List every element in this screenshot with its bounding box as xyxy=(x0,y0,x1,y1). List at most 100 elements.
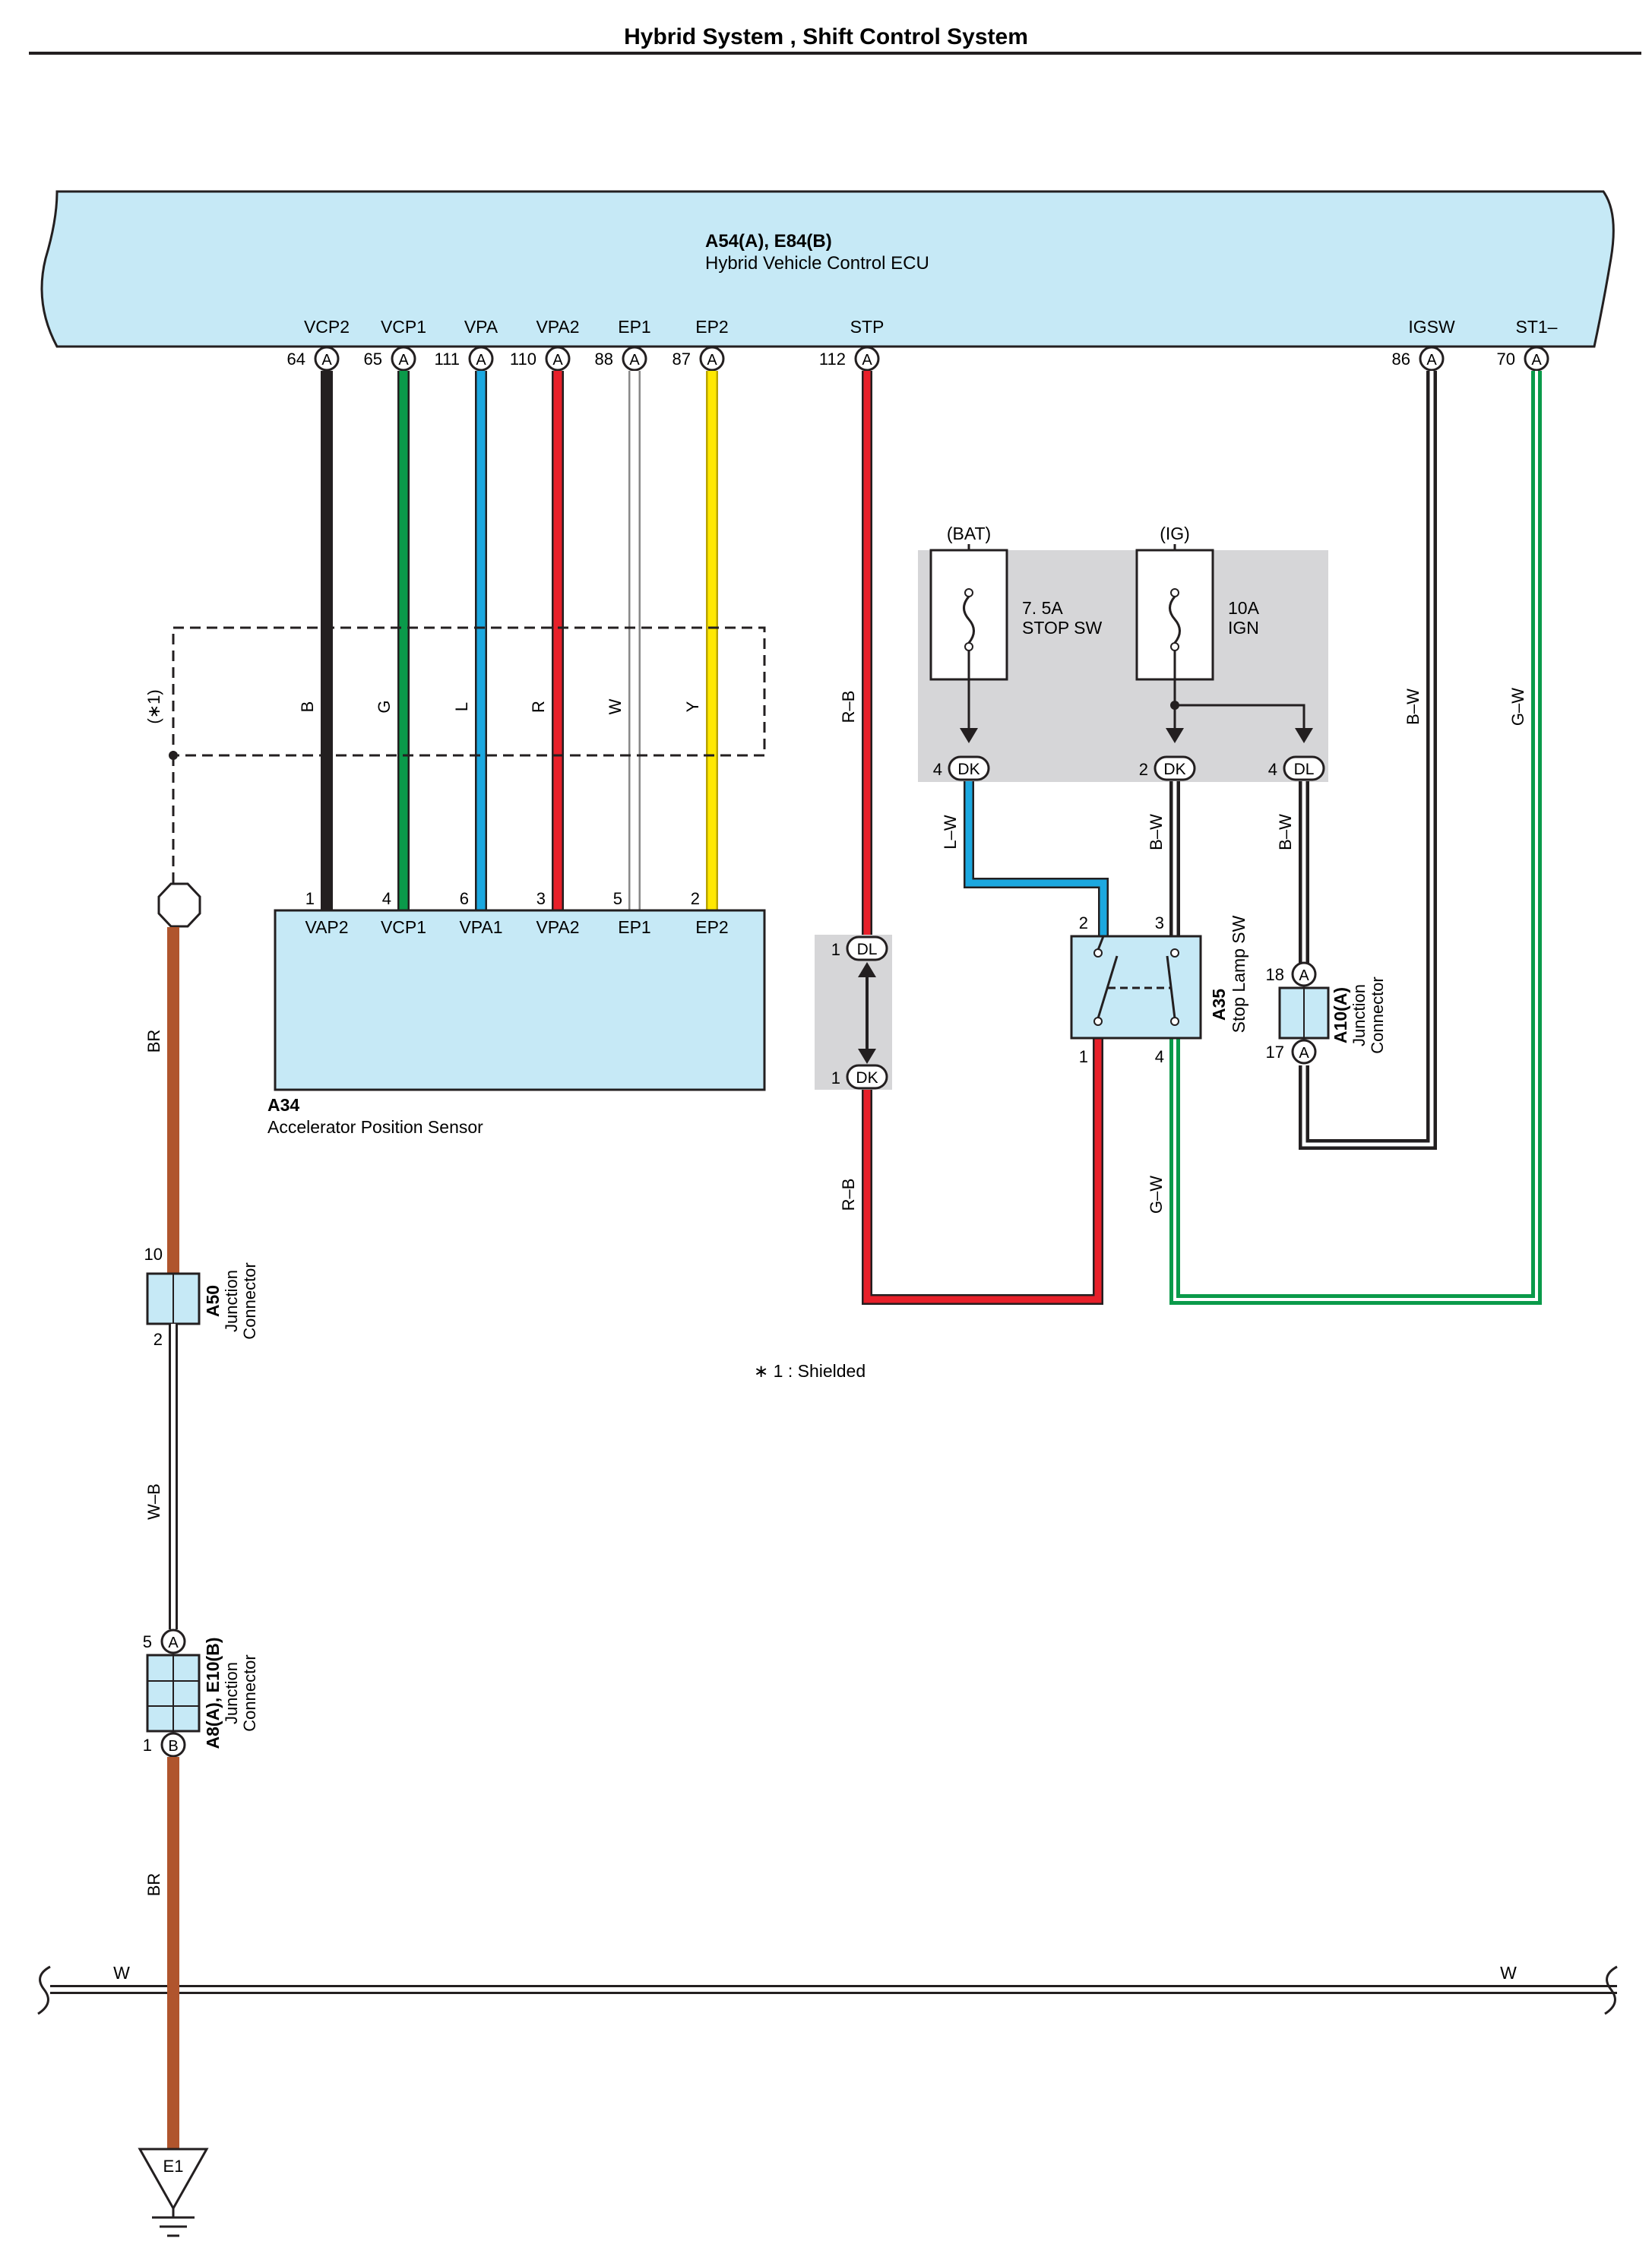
svg-text:1: 1 xyxy=(1079,1047,1088,1066)
arrow-icon xyxy=(858,962,876,977)
svg-text:DK: DK xyxy=(856,1069,878,1087)
svg-text:ST1–: ST1– xyxy=(1516,317,1558,337)
svg-text:EP1: EP1 xyxy=(618,917,650,937)
svg-text:2: 2 xyxy=(691,889,700,908)
svg-text:A: A xyxy=(476,352,486,369)
arrow-icon xyxy=(1166,728,1184,743)
wire-code-stp-top: R–B xyxy=(839,691,858,723)
svg-text:B: B xyxy=(168,1738,178,1755)
wire-code-lw: L–W xyxy=(941,815,960,849)
wire-code-w: W xyxy=(606,698,625,714)
fuse-bat-source: (BAT) xyxy=(947,524,991,543)
svg-text:A: A xyxy=(398,352,409,369)
a10-name-2: Connector xyxy=(1368,977,1387,1054)
svg-text:4: 4 xyxy=(1268,760,1277,779)
shield-ref-label: (∗1) xyxy=(144,689,163,723)
svg-text:2: 2 xyxy=(1139,760,1148,779)
svg-text:5: 5 xyxy=(143,1632,152,1651)
wire-code-igsw: B–W xyxy=(1404,688,1423,725)
svg-text:64: 64 xyxy=(287,350,305,369)
svg-text:STP: STP xyxy=(850,317,885,337)
stop-lamp-sw-name: Stop Lamp SW xyxy=(1229,915,1248,1033)
wire-l-w xyxy=(964,781,1109,936)
stop-lamp-switch: 2 3 1 4 xyxy=(1070,913,1202,1066)
junction-connector-a8-e10: A 5 B 1 xyxy=(143,1629,201,1758)
ecu-terminal-vpa: VPA 111 A xyxy=(435,317,498,372)
svg-text:A: A xyxy=(862,352,872,369)
arrow-icon xyxy=(960,728,978,743)
svg-text:A: A xyxy=(1299,1045,1309,1062)
connector-dl-4: DL 4 xyxy=(1268,755,1325,781)
a8-code: A8(A), E10(B) xyxy=(203,1638,223,1749)
svg-text:110: 110 xyxy=(510,350,536,369)
junction-connector-a10: A 18 A 17 xyxy=(1266,961,1330,1065)
svg-text:VPA1: VPA1 xyxy=(459,917,502,937)
svg-text:3: 3 xyxy=(536,889,546,908)
wire-g-w xyxy=(1169,371,1542,1305)
svg-text:A: A xyxy=(552,352,563,369)
ecu-block xyxy=(40,190,1615,348)
connector-dk-2: DK 2 xyxy=(1139,755,1196,781)
svg-text:18: 18 xyxy=(1266,965,1284,984)
inline-connector-panel xyxy=(815,935,892,1090)
wire-code-bw-sw: B–W xyxy=(1147,814,1166,850)
fuse-ign-rating: 10A xyxy=(1228,598,1260,618)
a8-name-1: Junction xyxy=(222,1662,241,1724)
fuse-stop-name: STOP SW xyxy=(1022,618,1103,638)
sensor-block xyxy=(274,909,766,1091)
svg-text:70: 70 xyxy=(1497,350,1515,369)
svg-text:65: 65 xyxy=(364,350,382,369)
fuse-ig-source: (IG) xyxy=(1160,524,1190,543)
wire-code-y: Y xyxy=(683,701,702,712)
fuse-ign-name: IGN xyxy=(1228,618,1259,638)
a50-code: A50 xyxy=(203,1285,223,1317)
svg-text:VCP1: VCP1 xyxy=(381,917,426,937)
wire-b-w-dl xyxy=(1299,371,1437,1150)
ecu-terminal-igsw: IGSW 86 A xyxy=(1392,317,1455,372)
wire-code-wb: W–B xyxy=(144,1483,163,1520)
ground-icon: E1 xyxy=(138,2148,209,2237)
a8-name-2: Connector xyxy=(240,1654,259,1732)
ecu-terminal-stp: STP 112 A xyxy=(819,317,885,372)
svg-text:2: 2 xyxy=(1079,913,1088,932)
ecu-terminal-ep1: EP1 88 A xyxy=(595,317,651,372)
svg-text:3: 3 xyxy=(1155,913,1164,932)
svg-text:86: 86 xyxy=(1392,350,1410,369)
shield-box xyxy=(172,626,766,757)
ecu-terminal-vcp2: VCP2 64 A xyxy=(287,317,350,372)
shield-note: ∗ 1 : Shielded xyxy=(754,1361,866,1381)
wire-code-gw: G–W xyxy=(1147,1176,1166,1214)
svg-text:DL: DL xyxy=(1294,761,1315,778)
wire-code-bw-dl: B–W xyxy=(1276,814,1295,850)
ground-label: E1 xyxy=(163,2157,184,2176)
svg-text:10: 10 xyxy=(144,1245,163,1264)
svg-text:112: 112 xyxy=(819,350,846,369)
ecu-terminal-st1: ST1– 70 A xyxy=(1497,317,1558,372)
svg-text:4: 4 xyxy=(1155,1047,1164,1066)
svg-text:A: A xyxy=(629,352,640,369)
svg-text:A: A xyxy=(321,352,332,369)
svg-text:EP2: EP2 xyxy=(695,917,728,937)
page-title: Hybrid System , Shift Control System xyxy=(624,24,1028,49)
connector-dk-1: DK 1 xyxy=(831,1064,888,1090)
junction-connector-a50: 10 2 xyxy=(144,1245,201,1349)
svg-text:A: A xyxy=(1531,352,1542,369)
ecu-terminal-vcp1: VCP1 65 A xyxy=(364,317,426,372)
wire-code-b: B xyxy=(298,701,317,713)
arrow-icon xyxy=(858,1049,876,1064)
svg-text:88: 88 xyxy=(595,350,613,369)
svg-text:4: 4 xyxy=(933,760,942,779)
wire-stp-r-b xyxy=(862,371,1103,1305)
w-bus-label-right: W xyxy=(1500,1963,1517,1983)
svg-text:VPA: VPA xyxy=(464,317,498,337)
svg-text:1: 1 xyxy=(831,1068,840,1087)
sensor-terminal-labels: 1 VAP2 4 VCP1 6 VPA1 3 VPA2 5 EP1 2 EP2 xyxy=(305,889,728,937)
ecu-code: A54(A), E84(B) xyxy=(705,231,832,252)
svg-text:EP2: EP2 xyxy=(695,317,728,337)
svg-text:DK: DK xyxy=(1163,761,1185,778)
svg-text:1: 1 xyxy=(831,940,840,959)
svg-text:2: 2 xyxy=(153,1330,163,1349)
w-bus-label-left: W xyxy=(113,1963,130,1983)
